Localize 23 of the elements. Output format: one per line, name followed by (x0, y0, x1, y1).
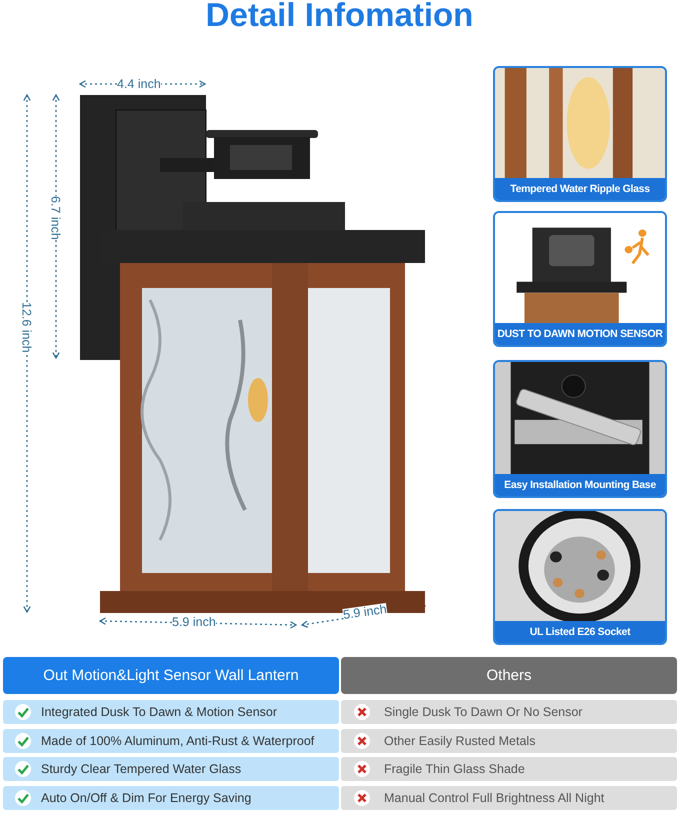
table-header: Out Motion&Light Sensor Wall Lantern (3, 657, 339, 694)
table-cell: Integrated Dusk To Dawn & Motion Sensor (41, 706, 278, 718)
card-caption: Tempered Water Ripple Glass (495, 178, 665, 200)
dimension-label: 5.9 inch (172, 616, 216, 628)
table-cell: Fragile Thin Glass Shade (384, 763, 525, 776)
table-cell: Made of 100% Aluminum, Anti-Rust & Waterproof (41, 735, 314, 748)
feature-card (493, 360, 667, 498)
dimension-label: 4.4 inch (117, 78, 161, 90)
card-caption: UL Listed E26 Socket (495, 621, 665, 643)
table-header: Others (341, 657, 677, 694)
table-cell: Manual Control Full Brightness All Night (384, 792, 604, 804)
card-caption: DUST TO DAWN MOTION SENSOR (495, 323, 665, 345)
dimension-label: 6.7 inch (49, 196, 62, 240)
page-title: Detail Infomation (204, 0, 474, 34)
feature-card (493, 211, 667, 347)
feature-card (493, 509, 667, 645)
table-cell: Sturdy Clear Tempered Water Glass (41, 763, 242, 776)
feature-card (493, 66, 667, 202)
table-cell: Other Easily Rusted Metals (384, 735, 536, 748)
table-cell: Auto On/Off & Dim For Energy Saving (41, 792, 252, 804)
dimension-label: 12.6 inch (20, 302, 32, 353)
table-cell: Single Dusk To Dawn Or No Sensor (384, 706, 582, 718)
card-caption: Easy Installation Mounting Base (495, 474, 665, 496)
